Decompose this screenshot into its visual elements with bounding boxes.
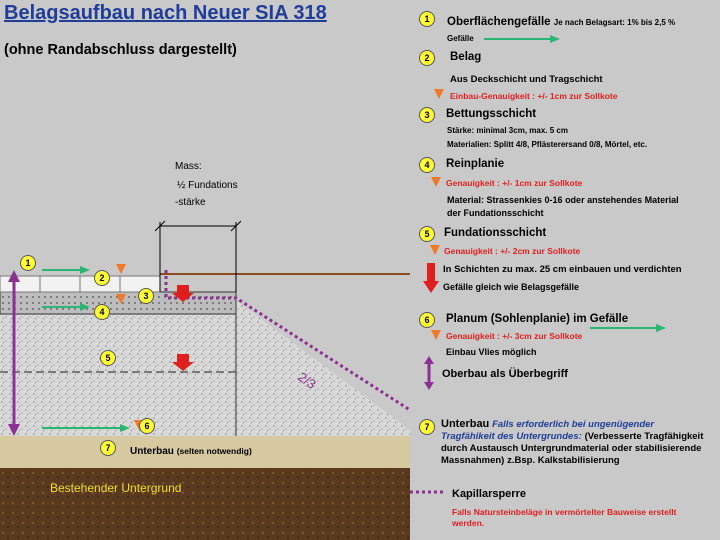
paving-stones xyxy=(0,275,161,293)
page-title: Belagsaufbau nach Neuer SIA 318 xyxy=(4,2,327,24)
mass-dimension xyxy=(154,220,242,292)
legend-item4-title: Reinplanie xyxy=(446,158,505,170)
subgrade-layer xyxy=(0,436,410,468)
legend-slope-arrow-icon xyxy=(484,35,560,43)
oberbau-arrow xyxy=(8,270,20,436)
diagram-badge-1: 1 xyxy=(20,255,36,271)
legend-item1-note2: Gefälle xyxy=(447,34,474,43)
legend-badge-4: 4 xyxy=(419,157,435,173)
foundation-layer xyxy=(0,300,410,436)
legend-badge-7: 7 xyxy=(419,419,435,435)
legend-oberbau-arrow-icon xyxy=(424,356,434,390)
diagram-badge-3: 3 xyxy=(138,288,154,304)
legend-item4-line1: Material: Strassenkies 0-16 oder anstehe… xyxy=(447,195,679,205)
existing-ground xyxy=(0,468,410,540)
slope-arrow-green xyxy=(42,266,130,432)
legend-item5-title: Fundationsschicht xyxy=(444,227,547,239)
legend-item5-line2: Gefälle gleich wie Belagsgefälle xyxy=(443,282,580,292)
diagram-badge-4: 4 xyxy=(94,304,110,320)
mass-note-line2: ½ Fundations xyxy=(177,180,238,191)
legend-item6-tolerance: Genauigkeit : +/- 3cm zur Sollkote xyxy=(446,331,583,341)
legend-item3-line2: Materialien: Splitt 4/8, Pflästerersand … xyxy=(447,140,648,149)
legend-item5-line1: In Schichten zu max. 25 cm einbauen und … xyxy=(443,264,682,275)
diagram-badge-6: 6 xyxy=(139,418,155,434)
legend-item7-text: Unterbau Falls erforderlich bei ungenüge… xyxy=(441,418,704,466)
legend-item3-title: Bettungsschicht xyxy=(446,108,537,120)
legend-badge-3: 3 xyxy=(419,107,435,123)
existing-ground-label: Bestehender Untergrund xyxy=(50,481,182,495)
legend-item4-line2: der Fundationsschicht xyxy=(447,208,544,218)
legend-tolerance-triangle-icon xyxy=(434,89,444,99)
mass-note-line1: Mass: xyxy=(175,161,202,172)
legend-item2-line1: Aus Deckschicht und Tragschicht xyxy=(450,74,603,85)
legend-kapillar-note: Falls Natursteinbeläge in vermörtelter B… xyxy=(452,507,677,528)
red-down-arrows xyxy=(172,285,194,371)
legend-item6-title: Planum (Sohlenplanie) im Gefälle xyxy=(446,313,629,325)
legend-tolerance-triangle-icon xyxy=(431,177,441,187)
legend-tolerance-triangle-icon xyxy=(430,245,440,255)
legend-item2-title: Belag xyxy=(450,51,482,63)
legend-item2-tolerance: Einbau-Genauigkeit : +/- 1cm zur Sollkot… xyxy=(450,91,618,101)
legend-slope-arrow-icon xyxy=(590,324,666,332)
legend-item6-line1: Einbau Vlies möglich xyxy=(446,347,537,357)
legend-badge-1: 1 xyxy=(419,11,435,27)
diagram-badge-2: 2 xyxy=(94,270,110,286)
diagram-badge-5: 5 xyxy=(100,350,116,366)
legend-oberbau-label: Oberbau als Überbegriff xyxy=(442,368,568,380)
unterbau-label: Unterbau (selten notwendig) xyxy=(130,446,252,457)
legend-item3-line1: Stärke: minimal 3cm, max. 5 cm xyxy=(447,126,568,135)
diagram-badge-7: 7 xyxy=(100,440,116,456)
legend-tolerance-triangle-icon xyxy=(431,330,441,340)
legend-item5-tolerance: Genauigkeit : +/- 2cm zur Sollkote xyxy=(444,246,581,256)
legend-item4-tolerance: Genauigkeit : +/- 1cm zur Sollkote xyxy=(446,178,583,188)
legend-badge-6: 6 xyxy=(419,312,435,328)
legend-capillary-line-icon xyxy=(410,490,446,494)
capillary-barrier-line xyxy=(164,270,411,412)
page-subtitle: (ohne Randabschluss dargestellt) xyxy=(4,42,237,58)
legend-badge-2: 2 xyxy=(419,50,435,66)
legend-badge-5: 5 xyxy=(419,226,435,242)
legend-item1-title: Oberflächengefälle Je nach Belagsart: 1%… xyxy=(447,16,676,28)
legend-kapillar-title: Kapillarsperre xyxy=(452,488,526,500)
mass-note-line3: -stärke xyxy=(175,197,206,208)
legend-red-arrow-icon xyxy=(423,263,439,293)
